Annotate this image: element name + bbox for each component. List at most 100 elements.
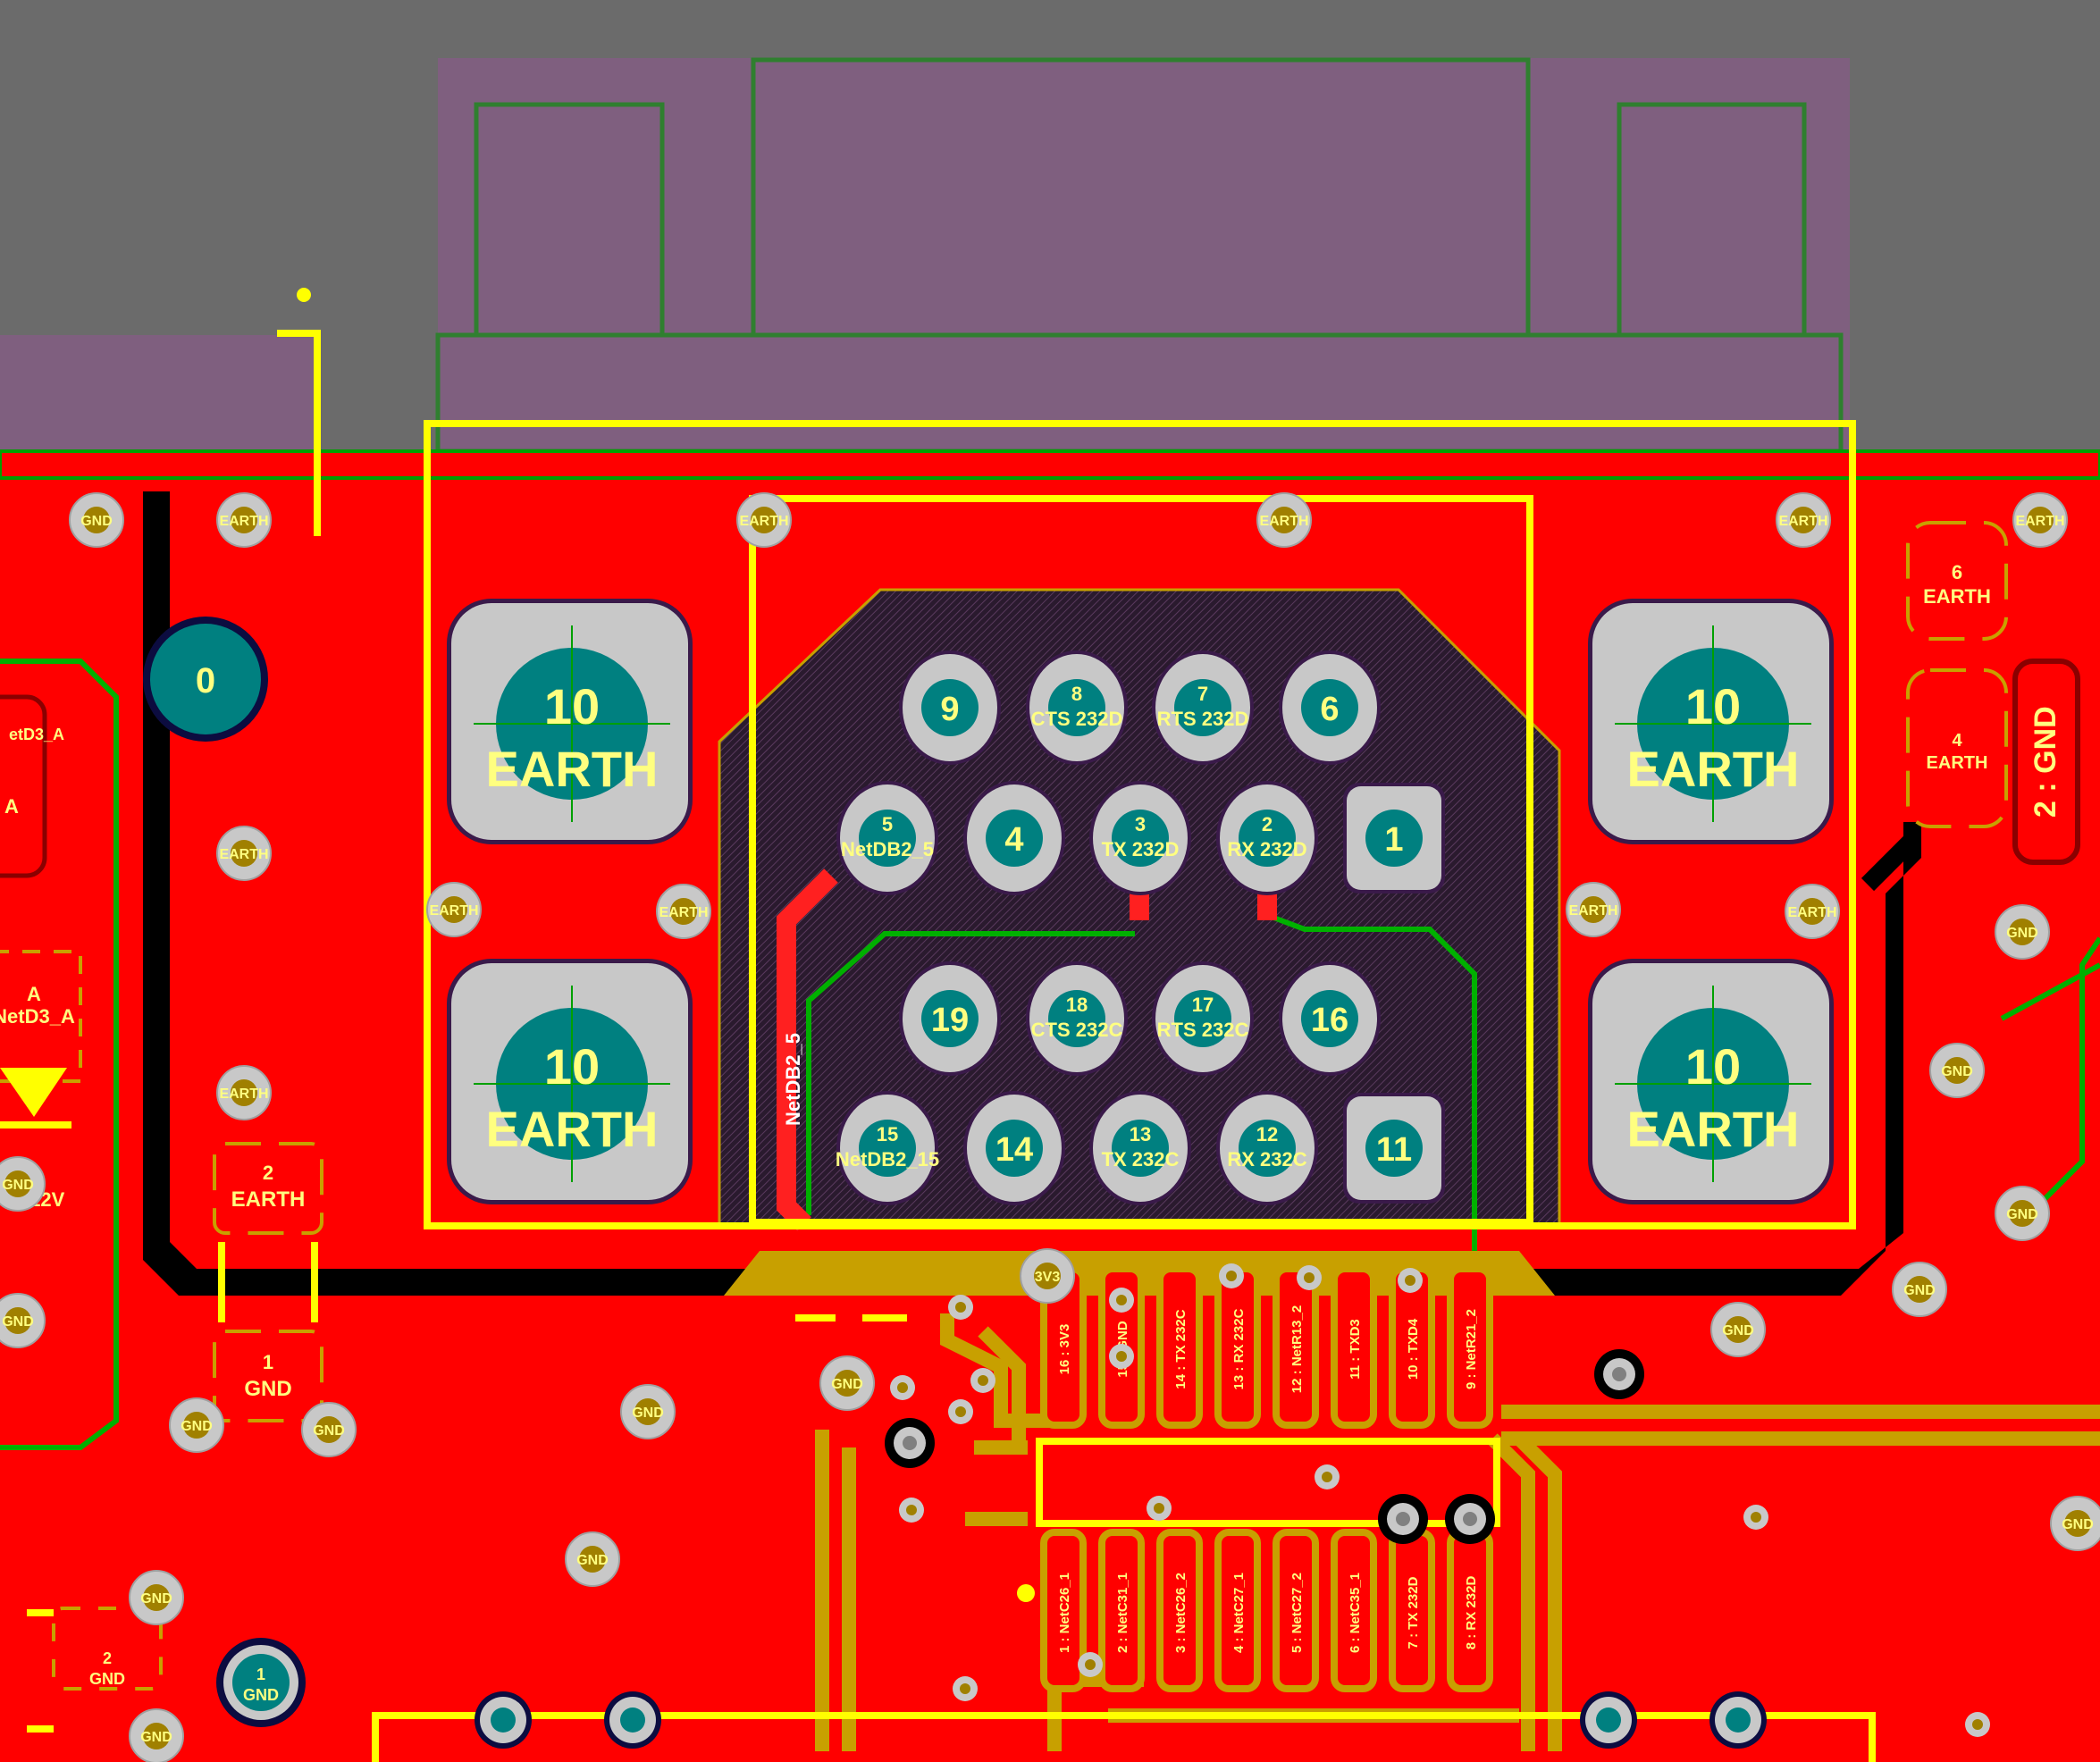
ic-pin-bottom-5[interactable]: 5 : NetC27_2 bbox=[1273, 1529, 1319, 1692]
via-small-6[interactable] bbox=[1315, 1464, 1340, 1489]
via-gnd-20[interactable]: GND bbox=[169, 1397, 224, 1453]
via-gnd-19[interactable]: GND bbox=[620, 1384, 676, 1439]
via-small-14[interactable] bbox=[1743, 1505, 1768, 1530]
via-gnd-18[interactable]: GND bbox=[819, 1355, 875, 1411]
ic-pin-top-11[interactable]: 11 : TXD3 bbox=[1331, 1265, 1377, 1429]
via-earth-9[interactable]: EARTH bbox=[656, 884, 711, 939]
ic-pin-bottom-2[interactable]: 2 : NetC31_1 bbox=[1098, 1529, 1145, 1692]
via-earth-8[interactable]: EARTH bbox=[426, 882, 482, 937]
connector-pin-11[interactable]: 11 bbox=[1343, 1093, 1445, 1204]
via-gnd-1[interactable]: GND bbox=[69, 492, 124, 548]
via-small-13[interactable] bbox=[953, 1676, 978, 1701]
connector-pin-16[interactable]: 16 bbox=[1279, 961, 1381, 1076]
via-earth-4[interactable]: EARTH bbox=[1256, 492, 1312, 548]
via-small-1[interactable] bbox=[948, 1295, 973, 1320]
connector-pin-14[interactable]: 14 bbox=[963, 1091, 1065, 1205]
via-label: GND bbox=[632, 1405, 664, 1421]
ic-pin-bottom-4[interactable]: 4 : NetC27_1 bbox=[1214, 1529, 1261, 1692]
through-hole-3[interactable] bbox=[1378, 1494, 1428, 1544]
side-pad-2-gnd-vertical[interactable]: 2 : GND bbox=[2012, 659, 2080, 865]
connector-pin-2[interactable]: 2RX 232D bbox=[1216, 781, 1318, 895]
via-small-7[interactable] bbox=[1219, 1263, 1244, 1288]
via-small-3[interactable] bbox=[948, 1399, 973, 1424]
connector-pin-4[interactable]: 4 bbox=[963, 781, 1065, 895]
via-earth-11[interactable]: EARTH bbox=[1785, 884, 1840, 939]
via-small-16[interactable] bbox=[1965, 1712, 1990, 1737]
connector-pin-19[interactable]: 19 bbox=[899, 961, 1001, 1076]
via-small-4[interactable] bbox=[899, 1498, 924, 1523]
via-small-8[interactable] bbox=[1297, 1265, 1322, 1290]
bottom-pad-3[interactable] bbox=[1580, 1691, 1637, 1749]
via-small-9[interactable] bbox=[1398, 1268, 1423, 1293]
ic-pin-bottom-8[interactable]: 8 : RX 232D bbox=[1447, 1529, 1493, 1692]
connector-pin-9[interactable]: 9 bbox=[899, 650, 1001, 765]
via-earth-6[interactable]: EARTH bbox=[2012, 492, 2068, 548]
ic-pin-top-14[interactable]: 14 : TX 232C bbox=[1156, 1265, 1203, 1429]
via-gnd-14[interactable]: GND bbox=[1929, 1043, 1985, 1098]
via-gnd-24[interactable]: GND bbox=[129, 1708, 184, 1762]
bottom-pad-1[interactable] bbox=[475, 1691, 532, 1749]
via-v3-28[interactable]: 3V3 bbox=[1020, 1248, 1075, 1304]
via-label: EARTH bbox=[1787, 905, 1836, 920]
bottom-pad-4[interactable] bbox=[1709, 1691, 1767, 1749]
via-gnd-21[interactable]: GND bbox=[301, 1402, 357, 1457]
via-small-2[interactable] bbox=[890, 1375, 915, 1400]
side-pad-2-gnd-left[interactable]: 2 GND bbox=[52, 1607, 163, 1691]
via-earth-12[interactable]: EARTH bbox=[216, 1065, 272, 1120]
via-earth-10[interactable]: EARTH bbox=[1566, 882, 1621, 937]
ic-pin-bottom-7[interactable]: 7 : TX 232D bbox=[1389, 1529, 1435, 1692]
connector-pin-1[interactable]: 1 bbox=[1343, 783, 1445, 894]
side-pad-1-gnd[interactable]: 1 GND bbox=[213, 1330, 323, 1422]
ic-pin-bottom-1[interactable]: 1 : NetC26_1 bbox=[1040, 1529, 1087, 1692]
via-label: GND bbox=[80, 514, 113, 529]
via-gnd-22[interactable]: GND bbox=[565, 1531, 620, 1587]
via-small-12[interactable] bbox=[970, 1368, 995, 1393]
via-earth-5[interactable]: EARTH bbox=[1776, 492, 1831, 548]
side-pad-4-earth[interactable]: 4 EARTH bbox=[1906, 668, 2008, 828]
ic-pin-top-12[interactable]: 12 : NetR13_2 bbox=[1273, 1265, 1319, 1429]
via-gnd-27[interactable]: GND bbox=[0, 1156, 46, 1212]
via-gnd-16[interactable]: GND bbox=[1892, 1262, 1947, 1317]
via-small-11[interactable] bbox=[1109, 1344, 1134, 1369]
side-pad-2-earth[interactable]: 2 EARTH bbox=[213, 1142, 323, 1235]
via-gnd-26[interactable]: GND bbox=[0, 1293, 46, 1348]
bottom-pad-2[interactable] bbox=[604, 1691, 661, 1749]
through-hole-2[interactable] bbox=[885, 1418, 935, 1468]
connector-pin-3[interactable]: 3TX 232D bbox=[1089, 781, 1191, 895]
via-gnd-15[interactable]: GND bbox=[1995, 1186, 2050, 1241]
ic-pin-bottom-6[interactable]: 6 : NetC35_1 bbox=[1331, 1529, 1377, 1692]
ic-pin-top-13[interactable]: 13 : RX 232C bbox=[1214, 1265, 1261, 1429]
connector-pin-6[interactable]: 6 bbox=[1279, 650, 1381, 765]
via-gnd-17[interactable]: GND bbox=[1710, 1302, 1766, 1357]
via-1-gnd-large[interactable]: 1 GND bbox=[216, 1638, 306, 1727]
mounting-hole-0[interactable]: 0 bbox=[143, 617, 268, 742]
via-small-5[interactable] bbox=[1147, 1496, 1172, 1521]
via-gnd-13[interactable]: GND bbox=[1995, 904, 2050, 960]
via-gnd-25[interactable]: GND bbox=[2050, 1496, 2100, 1551]
via-small-10[interactable] bbox=[1109, 1288, 1134, 1313]
ic-pin-top-9[interactable]: 9 : NetR21_2 bbox=[1447, 1265, 1493, 1429]
through-hole-4[interactable] bbox=[1445, 1494, 1495, 1544]
via-earth-2[interactable]: EARTH bbox=[216, 492, 272, 548]
via-earth-7[interactable]: EARTH bbox=[216, 826, 272, 881]
via-gnd-23[interactable]: GND bbox=[129, 1570, 184, 1625]
pin-number: 12 bbox=[1256, 1123, 1278, 1145]
ic-pin-bottom-3[interactable]: 3 : NetC26_2 bbox=[1156, 1529, 1203, 1692]
via-small-15[interactable] bbox=[1078, 1652, 1103, 1677]
side-pad-6-earth[interactable]: 6 EARTH bbox=[1906, 521, 2008, 641]
through-hole-1[interactable] bbox=[1594, 1349, 1644, 1399]
via-earth-3[interactable]: EARTH bbox=[736, 492, 792, 548]
